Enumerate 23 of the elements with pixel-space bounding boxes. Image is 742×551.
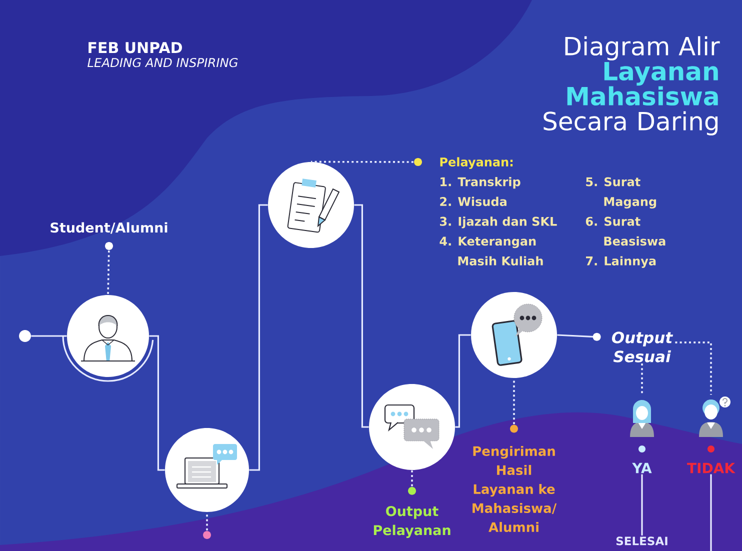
connector	[710, 474, 712, 551]
label: SELESAI	[616, 536, 668, 546]
label: TIDAK	[687, 462, 736, 474]
connector	[641, 474, 643, 536]
tagline: LEADING AND INSPIRING	[88, 58, 238, 68]
start-dot	[19, 330, 31, 342]
connector	[149, 335, 165, 471]
header-text: FEB UNPAD	[88, 42, 182, 54]
label: YA	[632, 462, 652, 474]
person-icon	[699, 396, 730, 437]
connector	[455, 334, 471, 428]
title: Diagram Alir Layanan Mahasiswa Secara Daring	[544, 36, 720, 136]
connector	[31, 335, 67, 337]
service-list: Pelayanan: 1. Transkrip 2. Wisuda 3. Ijazah dan SKL 4. Keterangan Masih Kuliah 5. Surat Magang 6. Surat Beasiswa 7. Lainnya	[440, 157, 666, 268]
label: Output Pelayanan	[374, 506, 450, 538]
connector	[249, 204, 268, 471]
label: Pengiriman Hasil Layanan ke Mahasiswa/ Alumni	[472, 446, 557, 532]
label: Output Sesuai	[612, 332, 674, 362]
dotted-line	[641, 364, 643, 395]
dotted-line	[675, 342, 712, 395]
person-icon	[630, 400, 654, 437]
connector	[354, 204, 369, 428]
label: Student/Alumni	[50, 222, 168, 234]
